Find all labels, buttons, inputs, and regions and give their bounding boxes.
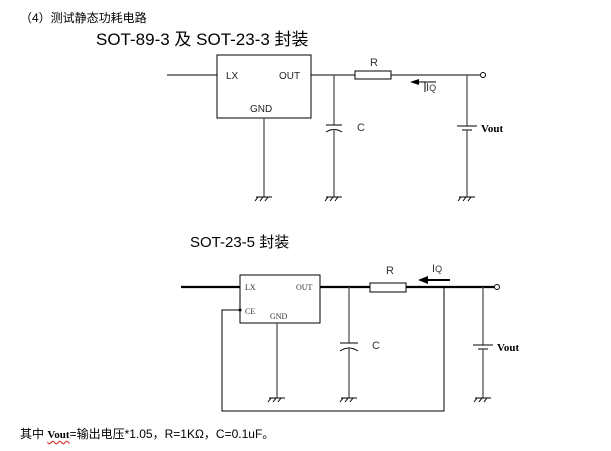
ground-icon bbox=[457, 196, 475, 202]
section-heading: （4）测试静态功耗电路 bbox=[20, 11, 147, 25]
circuit2-pin-ce: CE bbox=[245, 307, 255, 316]
circuit1-capacitor-label: C bbox=[357, 122, 365, 134]
circuit1: LX OUT GND R IQ C bbox=[167, 54, 504, 202]
circuit1-pin-lx: LX bbox=[226, 71, 239, 82]
note-vout-term: Vout bbox=[47, 429, 70, 441]
circuit1-title: SOT-89-3 及 SOT-23-3 封装 bbox=[96, 30, 309, 49]
circuit2-capacitor-label: C bbox=[372, 340, 380, 352]
circuit2-ce-feedback-wire bbox=[221, 287, 445, 412]
note-prefix: 其中 bbox=[20, 427, 48, 441]
ground-icon bbox=[339, 397, 357, 403]
circuit1-pin-gnd: GND bbox=[250, 104, 272, 115]
circuit1-resistor-label: R bbox=[370, 57, 378, 69]
component-note: 其中 Vout=输出电压*1.05，R=1KΩ，C=0.1uF。 bbox=[20, 425, 274, 442]
circuit2-output-terminal bbox=[494, 284, 500, 290]
circuit2-current-label: IQ bbox=[432, 263, 442, 275]
circuit2-pin-lx: LX bbox=[245, 283, 256, 292]
circuit2-pin-gnd: GND bbox=[270, 312, 288, 321]
circuit2-title: SOT-23-5 封装 bbox=[190, 234, 290, 251]
circuit1-source-label: Vout bbox=[481, 123, 504, 135]
circuit1-arrowhead-icon bbox=[410, 79, 419, 85]
circuit2-ic-box bbox=[239, 274, 321, 324]
circuit2-pin-out: OUT bbox=[296, 283, 313, 292]
note-rest: =输出电压*1.05，R=1KΩ，C=0.1uF。 bbox=[69, 427, 275, 441]
ground-icon bbox=[267, 397, 285, 403]
circuit2-source-label: Vout bbox=[497, 342, 520, 354]
circuit1-current-label: IQ bbox=[426, 82, 436, 94]
circuit2-resistor-label: R bbox=[386, 265, 394, 277]
ground-icon bbox=[473, 397, 491, 403]
circuit2-arrowhead-icon bbox=[418, 276, 428, 284]
circuit1-pin-out: OUT bbox=[279, 71, 300, 82]
circuit1-resistor bbox=[354, 70, 392, 80]
circuit2: LX OUT CE GND R IQ C bbox=[181, 263, 520, 412]
circuit2-resistor bbox=[369, 282, 407, 293]
circuit1-output-terminal bbox=[480, 72, 486, 78]
ground-icon bbox=[324, 196, 342, 202]
ground-icon bbox=[254, 196, 272, 202]
